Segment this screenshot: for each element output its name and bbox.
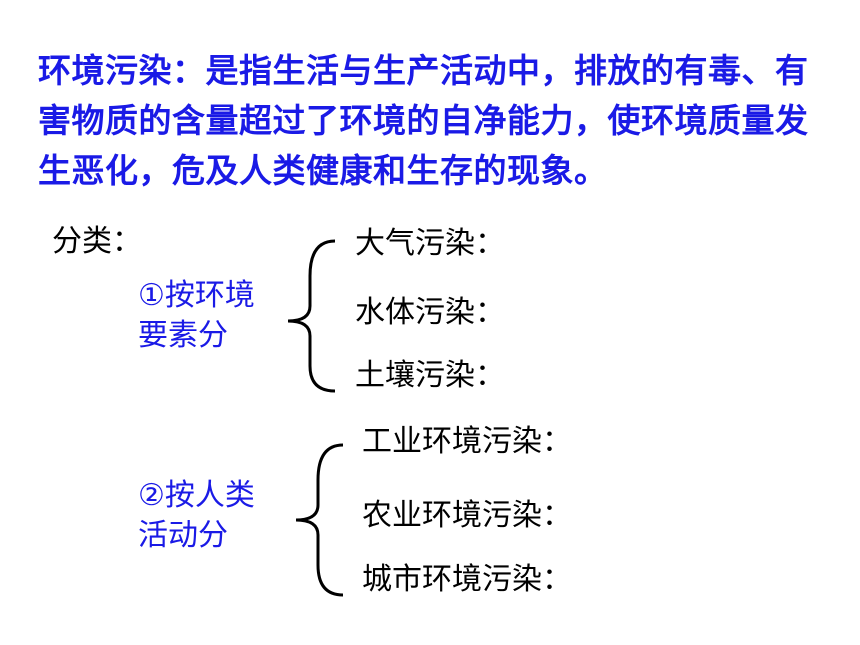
classification-label: 分类：	[52, 224, 142, 259]
group1-item-water: 水体污染：	[355, 295, 505, 330]
group2-item-industrial: 工业环境污染：	[362, 424, 572, 459]
group1-item-air: 大气污染：	[355, 226, 505, 261]
group2-item-agricultural: 农业环境污染：	[362, 498, 572, 533]
group2-label-line2: 活动分	[138, 518, 228, 553]
group1-label-line1: ①按环境	[138, 278, 255, 313]
group2-item-urban: 城市环境污染：	[362, 562, 572, 597]
group2-brace	[295, 443, 344, 597]
definition-text: 环境污染：是指生活与生产活动中，排放的有毒、有害物质的含量超过了环境的自净能力，…	[38, 51, 809, 190]
group1-item-soil: 土壤污染：	[355, 358, 505, 393]
group2-label-line1: ②按人类	[138, 478, 255, 513]
group1-brace	[287, 239, 336, 393]
group1-label-line2: 要素分	[138, 318, 228, 353]
